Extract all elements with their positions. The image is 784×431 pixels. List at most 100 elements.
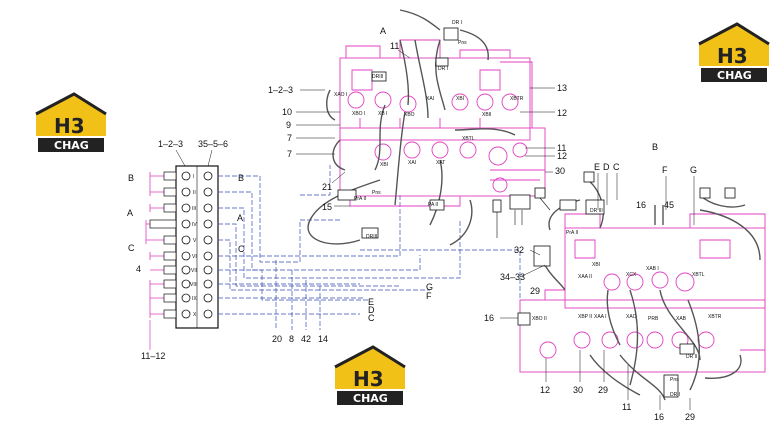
callout-label: 29: [530, 286, 540, 296]
logo-word: CHAG: [717, 69, 752, 82]
roman-label: V: [193, 238, 197, 244]
roman-label: VIII: [190, 282, 198, 288]
logo-bottom: H3 CHAG: [334, 345, 406, 405]
port-label: XBTR: [708, 314, 722, 320]
bus-letter: E: [368, 297, 374, 307]
port-label: XBO II: [532, 316, 547, 322]
port-label: DRIII: [366, 234, 377, 240]
hose-letter: C: [613, 162, 620, 172]
callout-label: 16: [484, 313, 494, 323]
hose-letter: D: [603, 162, 610, 172]
port-label: XBP II: [578, 314, 592, 320]
callout-label: 11–12: [141, 351, 165, 361]
port-label: XAI: [408, 160, 416, 166]
port-label: PrA II: [354, 196, 366, 202]
bus-letter: G: [426, 282, 433, 292]
callout-label: 8: [289, 334, 294, 344]
callout-label: 12: [557, 151, 567, 161]
callout-label: 29: [598, 385, 608, 395]
callout-label: 16: [654, 412, 664, 422]
side-letter: B: [238, 173, 244, 183]
logo-left: H3 CHAG: [35, 92, 107, 152]
logo-letters: H3: [353, 367, 384, 391]
bus-letter: F: [426, 291, 432, 301]
logo-top-right: H3 CHAG: [698, 22, 770, 82]
side-letter: 4: [136, 264, 141, 274]
side-letter: A: [237, 213, 243, 223]
port-label: XBI: [456, 96, 464, 102]
port-label: PRB: [648, 316, 659, 322]
port-label: XBII: [482, 112, 491, 118]
hose-letter: G: [690, 165, 697, 175]
callout-label: 29: [685, 412, 695, 422]
port-label: XAO: [626, 314, 637, 320]
roman-label: VI: [192, 254, 197, 260]
callout-label: 7: [287, 133, 292, 143]
callout-label: 15: [322, 202, 332, 212]
callout-label: 32: [514, 245, 524, 255]
logo-letters: H3: [717, 44, 748, 68]
port-label: XAO I: [334, 92, 347, 98]
callout-label: 45: [664, 200, 674, 210]
port-label: XBTL: [692, 272, 705, 278]
hose-letter: E: [594, 162, 600, 172]
bus-letter: D: [368, 305, 375, 315]
side-letter: C: [128, 243, 135, 253]
logo-word: CHAG: [54, 139, 89, 152]
port-label: XAB I: [646, 266, 659, 272]
callout-label: 35–5–6: [198, 139, 228, 149]
left-connector-block: I II III IV V VI VII VIII IX X 1–2–3 35–…: [127, 139, 245, 361]
side-letter: C: [238, 244, 245, 254]
roman-label: II: [193, 190, 196, 196]
port-label: XBTR: [510, 96, 524, 102]
port-label: DR III: [590, 208, 603, 214]
callout-label: 30: [555, 166, 565, 176]
callout-label: 1–2–3: [158, 139, 183, 149]
port-label: PA II: [428, 202, 438, 208]
logo-word: CHAG: [353, 392, 388, 405]
port-label: DR I: [452, 20, 462, 26]
callout-label: 21: [322, 182, 332, 192]
port-label: XB I: [378, 111, 387, 117]
roman-label: VII: [191, 268, 197, 274]
callout-label: 12: [557, 108, 567, 118]
callout-label: 14: [318, 334, 328, 344]
hose-letter: F: [662, 165, 668, 175]
roman-label: III: [192, 206, 196, 212]
callout-label: 11: [390, 41, 399, 51]
bus-letter: C: [368, 313, 375, 323]
roman-label: X: [193, 312, 197, 318]
port-label: DRIII: [372, 74, 383, 80]
port-label: PrA II: [566, 230, 578, 236]
callout-label: 20: [272, 334, 282, 344]
port-label: XAB: [676, 316, 687, 322]
callout-label: 7: [287, 149, 292, 159]
port-label: Pns: [670, 377, 679, 383]
logo-letters: H3: [54, 114, 85, 138]
port-label: DR I: [670, 392, 680, 398]
port-label: XBI: [592, 262, 600, 268]
top-valve-block: DR I DRIII XAO I XBO I XB I XBO XAI XBI …: [268, 9, 567, 246]
roman-label: IX: [192, 296, 197, 302]
port-label: DR I: [438, 66, 448, 72]
side-letter: B: [128, 173, 134, 183]
port-label: XAA II: [578, 274, 592, 280]
port-label: Pns: [458, 40, 467, 46]
callout-label: 13: [557, 83, 567, 93]
callout-label: 11: [622, 402, 631, 412]
port-label: XAI: [426, 96, 434, 102]
port-label: XBI: [380, 162, 388, 168]
port-label: XBO I: [352, 111, 365, 117]
roman-label: IV: [192, 222, 197, 228]
callout-label: 12: [540, 385, 550, 395]
port-label: XAT: [436, 160, 445, 166]
callout-label: 1–2–3: [268, 85, 293, 95]
port-label: DR II: [686, 354, 697, 360]
roman-label: I: [193, 174, 194, 180]
callout-label: 34–33: [500, 272, 525, 282]
callout-label: 42: [301, 334, 311, 344]
callout-label: 30: [573, 385, 583, 395]
port-label: XBO: [404, 112, 415, 118]
